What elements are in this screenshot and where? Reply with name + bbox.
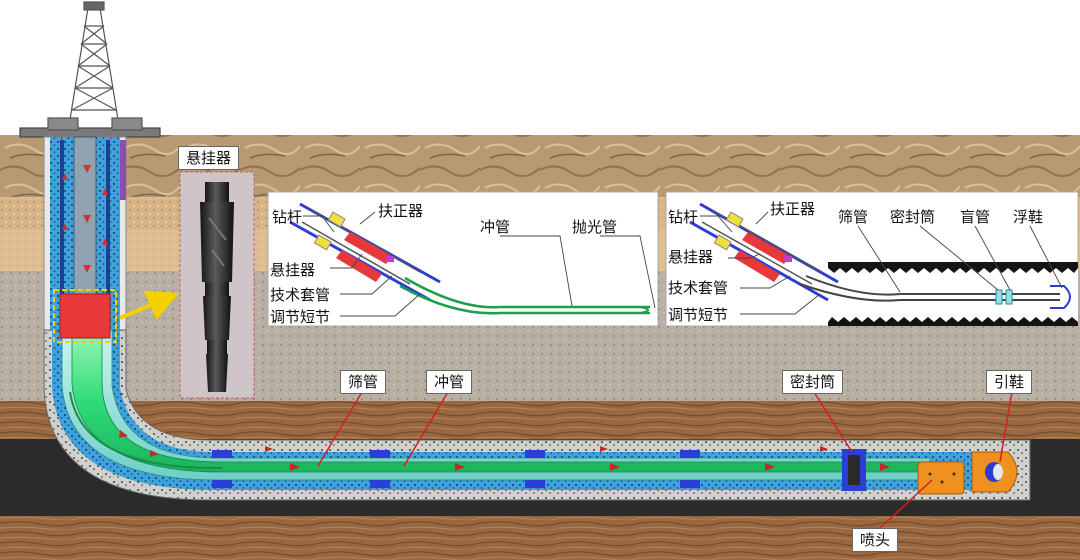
inset-right-casing-label: 技术套管	[668, 279, 728, 297]
inset-right-float-shoe-label: 浮鞋	[1013, 208, 1043, 226]
rock-layer-top	[0, 135, 1080, 197]
hanger-photo-panel	[179, 171, 255, 399]
drilling-derrick-icon	[19, 1, 161, 138]
inset-right-blind-pipe-label: 盲管	[960, 208, 990, 226]
inset-left-polished-pipe-label: 抛光管	[572, 218, 617, 236]
seal-bore	[842, 449, 866, 491]
nozzle	[917, 461, 965, 495]
hanger-zoom-arrow	[119, 290, 180, 321]
flow-arrows-horizontal	[119, 430, 890, 471]
bottom-layer	[0, 516, 1080, 560]
guide-shoe	[971, 451, 1018, 493]
inset-right-seal-bore-label: 密封筒	[890, 208, 935, 226]
inset-left-drill-rod-label: 钻杆	[272, 208, 302, 226]
screen-couplings	[212, 450, 700, 488]
screen-pipe-label: 筛管	[340, 370, 387, 394]
inset-right: 钻杆 扶正器 悬挂器 技术套管 调节短节 筛管 密封筒 盲管 浮鞋	[665, 191, 1079, 327]
inset-left-hanger-label: 悬挂器	[270, 261, 315, 279]
callout-lines	[317, 391, 1013, 529]
wash-pipe-label: 冲管	[426, 370, 473, 394]
inset-left-casing-label: 技术套管	[270, 286, 330, 304]
inset-right-hanger-label: 悬挂器	[668, 248, 713, 266]
inset-right-centralizer-label: 扶正器	[770, 200, 815, 218]
brown-layer	[0, 401, 1080, 439]
inset-left-wash-pipe-label: 冲管	[480, 218, 510, 236]
inset-right-adjust-sub-label: 调节短节	[668, 306, 728, 324]
seal-bore-label: 密封筒	[782, 370, 844, 394]
nozzle-label: 喷头	[852, 528, 899, 552]
guide-shoe-label: 引鞋	[986, 370, 1033, 394]
hanger-photo-label: 悬挂器	[178, 146, 240, 170]
hanger-in-well	[53, 289, 117, 343]
inset-right-drill-rod-label: 钻杆	[668, 208, 698, 226]
inset-left: 钻杆 扶正器 悬挂器 技术套管 调节短节 冲管 抛光管	[267, 191, 659, 327]
inset-right-screen-label: 筛管	[838, 208, 868, 226]
inset-left-adjust-sub-label: 调节短节	[270, 308, 330, 326]
inset-left-centralizer-label: 扶正器	[378, 202, 423, 220]
flow-arrows-vertical	[62, 165, 108, 273]
